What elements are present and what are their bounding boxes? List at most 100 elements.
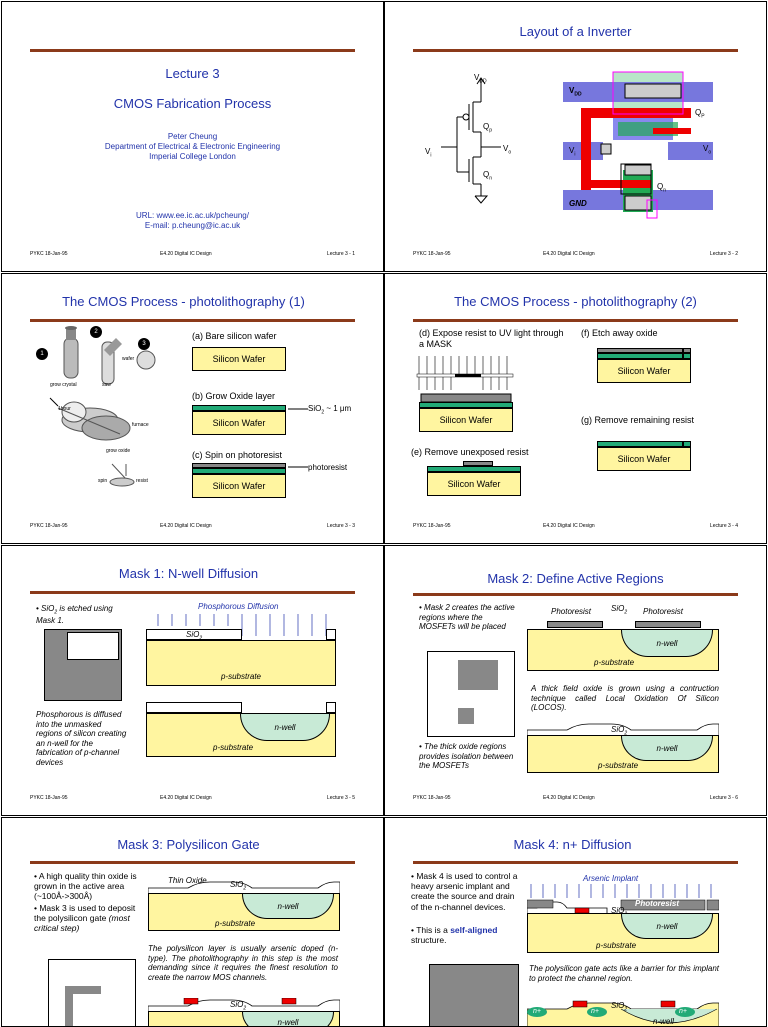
nwell-6b: n-well [621, 736, 713, 761]
footer-page: Lecture 3 - 3 [327, 523, 355, 529]
slide-title: Mask 2: Define Active Regions [385, 571, 766, 586]
bullet-1: • Mask 2 creates the active regions wher… [419, 603, 515, 632]
footer-center: E4.20 Digital IC Design [543, 251, 595, 257]
slide-3: The CMOS Process - photolithography (1) … [1, 273, 384, 544]
bullet-2: • Mask 3 is used to deposit the polysili… [34, 903, 140, 934]
title-rule [30, 591, 355, 594]
photoresist-label: Photoresist [635, 899, 679, 909]
nwell-7b: n-well [242, 1012, 334, 1027]
slide-title: The CMOS Process - photolithography (2) [385, 294, 766, 309]
layout-gnd-label: GND [569, 199, 587, 209]
slide-5: Mask 1: N-well Diffusion • SiO2 is etche… [1, 545, 384, 816]
grow-crystal-label: grow crystal [50, 382, 77, 388]
implant-label: Arsenic Implant [583, 874, 638, 884]
sio2-label-6a: SiO2 [611, 604, 627, 616]
step-e-label: (e) Remove unexposed resist [411, 447, 529, 458]
lecture-number: Lecture 3 [2, 66, 383, 81]
title-rule [413, 49, 738, 52]
resist-label: resist [136, 478, 148, 484]
step-3-badge: 3 [138, 338, 150, 350]
wafer-d: Silicon Wafer [419, 408, 513, 432]
furnace-label: furnace [132, 422, 149, 428]
footer-left: PYKC 18-Jan-95 [30, 251, 68, 257]
sio2-label-8b: SiO2 [611, 1001, 627, 1013]
oxide-5c [146, 702, 242, 713]
slide-title: Mask 1: N-well Diffusion [1, 566, 383, 581]
layout-vo-label: Vo [703, 144, 711, 156]
oxide-5b [326, 629, 336, 640]
vdd-label: VDD [474, 73, 487, 85]
footer-left: PYKC 18-Jan-95 [413, 523, 451, 529]
bullet-2: Phosphorous is diffused into the unmaske… [36, 710, 128, 768]
email[interactable]: E-mail: p.cheung@ic.ac.uk [2, 221, 383, 230]
footer-left: PYKC 18-Jan-95 [30, 795, 68, 801]
poly-text: The polysilicon layer is usually arsenic… [148, 944, 338, 982]
locos-text: A thick field oxide is grown using a con… [531, 684, 719, 713]
diffusion-label: Phosphorous Diffusion [198, 602, 279, 612]
layout-qn-label: Qn [657, 182, 666, 194]
slide-1: Lecture 3 CMOS Fabrication Process Peter… [1, 1, 384, 272]
footer-page: Lecture 3 - 2 [710, 251, 738, 257]
saw-label: saw [102, 382, 111, 388]
bullet-1: • Mask 4 is used to control a heavy arse… [411, 871, 519, 912]
slide-title: Mask 4: n+ Diffusion [384, 837, 766, 852]
title-rule [30, 49, 355, 52]
nplus-label-1: n+ [533, 1008, 541, 1016]
mask-3-pattern [48, 959, 136, 1027]
slide-title: Layout of a Inverter [385, 24, 766, 39]
thour-label: 1hour [58, 406, 71, 412]
footer-page: Lecture 3 - 4 [710, 523, 738, 529]
sio2-leader [288, 407, 308, 411]
sio2-label-7a: SiO2 [230, 880, 246, 892]
slide-7: Mask 3: Polysilicon Gate • A high qualit… [1, 817, 384, 1027]
gate-text: The polysilicon gate acts like a barrier… [529, 964, 719, 983]
url[interactable]: URL: www.ee.ic.ac.uk/pcheung/ [2, 211, 383, 220]
resist-6a [547, 621, 603, 628]
bullet-2: • This is a self-aligned structure. [411, 925, 519, 945]
step-g-label: (g) Remove remaining resist [581, 415, 694, 426]
layout-qp-label: QP [695, 108, 705, 120]
uv-mask-illustration [415, 356, 515, 402]
step-b-label: (b) Grow Oxide layer [192, 391, 275, 402]
wafer-production-illustration [30, 324, 180, 494]
slide-title: Mask 3: Polysilicon Gate [1, 837, 383, 852]
title-rule [30, 861, 355, 864]
step-d-label: (d) Expose resist to UV light through a … [419, 328, 569, 350]
footer-page: Lecture 3 - 5 [327, 795, 355, 801]
layout-vi-label: Vi [569, 146, 575, 158]
footer-center: E4.20 Digital IC Design [543, 795, 595, 801]
footer-center: E4.20 Digital IC Design [160, 251, 212, 257]
author: Peter Cheung [2, 132, 383, 141]
nwell-label-8b: n-well [653, 1017, 674, 1027]
sio2-thickness: SiO2 ~ 1 μm [308, 404, 351, 416]
bullet-1: • A high quality thin oxide is grown in … [34, 871, 140, 902]
title-rule [413, 861, 738, 864]
footer-left: PYKC 18-Jan-95 [413, 251, 451, 257]
footer-center: E4.20 Digital IC Design [160, 795, 212, 801]
slide-2: Layout of a Inverter VDD Qp Qn Vi Vo [384, 1, 767, 272]
substrate-5a: p-substrate [146, 640, 336, 686]
sio2-label-7b: SiO2 [230, 1000, 246, 1012]
step-1-badge: 1 [36, 348, 48, 360]
title-rule [30, 319, 355, 322]
mask-1-pattern [44, 629, 122, 701]
title-rule [413, 319, 738, 322]
bullet-1: • SiO2 is etched using Mask 1. [36, 604, 132, 625]
footer-page: Lecture 3 - 1 [327, 251, 355, 257]
lecture-title: CMOS Fabrication Process [2, 96, 383, 111]
college: Imperial College London [2, 152, 383, 161]
nwell-6a: n-well [621, 630, 713, 657]
footer-left: PYKC 18-Jan-95 [30, 523, 68, 529]
slide-6: Mask 2: Define Active Regions • Mask 2 c… [384, 545, 767, 816]
mask-2-pattern [427, 651, 515, 737]
photoresist-label: photoresist [308, 463, 347, 473]
photoresist-label-1: Photoresist [551, 607, 591, 617]
photoresist-leader [288, 466, 308, 470]
footer-center: E4.20 Digital IC Design [543, 523, 595, 529]
step-f-label: (f) Etch away oxide [581, 328, 658, 339]
wafer-label: wafer [122, 356, 134, 362]
wafer-g: Silicon Wafer [597, 447, 691, 471]
photoresist-label-2: Photoresist [643, 607, 683, 617]
spin-label: spin [98, 478, 107, 484]
mask-4-pattern [429, 964, 519, 1027]
